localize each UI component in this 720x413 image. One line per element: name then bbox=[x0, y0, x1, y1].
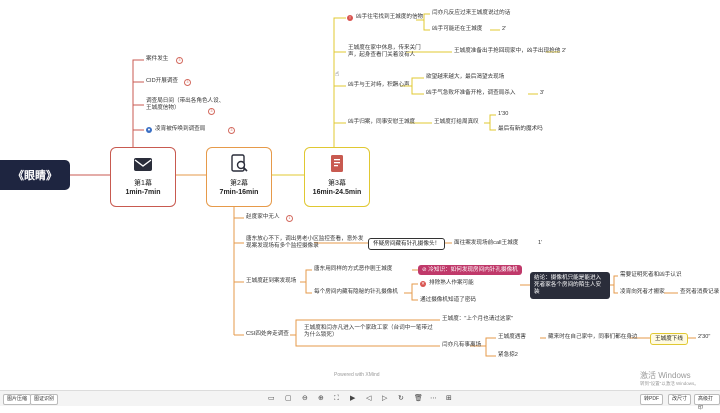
act-3-node[interactable]: 第3幕 16min-24.5min bbox=[304, 147, 370, 207]
conclusion-box[interactable]: 结论：摄像机只能是能进入死者家各个房间的陌生人安装 bbox=[530, 272, 610, 299]
play-icon[interactable]: ▶ bbox=[350, 395, 356, 402]
xmind-watermark: Powered with XMind bbox=[334, 372, 380, 378]
bottom-toolbar: 图片压缩 图证识别 ▭ ▢ ⊖ ⊕ ⛶ ▶ ◁ ▷ ↻ 🗑 ⋯ ⊞ 转PDF 改… bbox=[0, 390, 720, 411]
act1-item-2[interactable]: CID开展调查 bbox=[146, 78, 179, 84]
topic-count-badge: 3 bbox=[228, 127, 235, 134]
act2-node-4[interactable]: CSI四处奔走调查 bbox=[246, 331, 289, 337]
topic-count-badge: 3 bbox=[184, 79, 191, 86]
screen-icon[interactable]: ▭ bbox=[268, 395, 275, 402]
duration-label: 1' bbox=[538, 240, 543, 246]
advanced-print-button[interactable]: 高级打印 bbox=[694, 394, 720, 411]
duration-label: 2' bbox=[502, 26, 507, 32]
act-3-range: 16min-24.5min bbox=[312, 189, 362, 196]
next-icon[interactable]: ▷ bbox=[382, 395, 388, 402]
act2-node-4c1[interactable]: 王城度遇害 bbox=[498, 334, 526, 340]
act2-node-2-right[interactable]: 面往案发现场前call王城度 bbox=[454, 240, 519, 246]
more-icon[interactable]: ⋯ bbox=[430, 395, 437, 402]
mindmap-canvas[interactable]: 《眼睛》 第1幕 1min-7min 第2幕 7min-16min 第3幕 16… bbox=[0, 0, 720, 390]
act3-node-2[interactable]: 王城度在家中休息，传来关门声，起身查看门关着没有人 bbox=[348, 45, 421, 58]
act3-node-2a[interactable]: 王城度准备出手抢回现家中，凶手出现抢他 bbox=[454, 48, 561, 54]
grid-icon[interactable]: ⊞ bbox=[446, 395, 452, 402]
act-2-node[interactable]: 第2幕 7min-16min bbox=[206, 147, 272, 207]
duration-label: 1'30 bbox=[498, 111, 509, 117]
cursor-hand-icon: ☝ bbox=[334, 71, 340, 78]
act-1-node[interactable]: 第1幕 1min-7min bbox=[110, 147, 176, 207]
topic-count-badge: 1 bbox=[286, 215, 293, 222]
act3-node-4b[interactable]: 最后有新的魔术吗 bbox=[498, 126, 543, 132]
act3-node-3[interactable]: 凶手与王对峙，积蹶心声 bbox=[348, 82, 410, 88]
activate-windows-title: 激活 Windows bbox=[640, 371, 691, 380]
root-topic[interactable]: 《眼睛》 bbox=[0, 160, 70, 190]
duration-label: 2' bbox=[562, 48, 567, 54]
duration-label: 3' bbox=[540, 90, 545, 96]
to-pdf-button[interactable]: 转PDF bbox=[640, 394, 664, 405]
act-1-label: 第1幕 bbox=[134, 180, 152, 187]
document-search-icon bbox=[207, 154, 271, 176]
act2-node-3b[interactable]: 每个房间内藏有隐秘的针孔摄像机 bbox=[314, 289, 398, 295]
act-2-range: 7min-16min bbox=[219, 189, 259, 196]
rotate-icon[interactable]: ↻ bbox=[398, 395, 404, 402]
duration-label: 2'30" bbox=[698, 334, 711, 340]
act-1-range: 1min-7min bbox=[125, 189, 161, 196]
exclude-icon: ✕ bbox=[420, 281, 426, 287]
act2-node-2[interactable]: 唐东放心不下，调出男老小区监控查看，意外发现案发现场有多个监控摄像录 bbox=[246, 236, 364, 249]
act1-item-3[interactable]: 调查局日间（带出各角色人设、王城度信物） bbox=[146, 98, 225, 111]
act3-node-3b[interactable]: 凶手气急败坏准备开枪，调查局杀入 bbox=[426, 90, 516, 96]
conclusion-branch-1[interactable]: 需要证明死者和凶手认识 bbox=[620, 272, 682, 278]
conclusion-branch-2[interactable]: 凌宵向死者才搬家 bbox=[620, 289, 665, 295]
act3-node-3a[interactable]: 欲望越来越大，最后渴望去现场 bbox=[426, 74, 505, 80]
act1-item-4[interactable]: 凌宵被传唤到调查局 bbox=[155, 126, 206, 132]
act2-node-4a[interactable]: 王城度和闫亦凡进入一个家政工家（台词中一笔带过为什么锁死） bbox=[304, 325, 433, 338]
window-icon[interactable]: ▢ bbox=[285, 395, 292, 402]
conclusion-branch-2b[interactable]: 查死者消费记录 bbox=[680, 289, 720, 295]
suspect-camera-box[interactable]: 怀疑房间藏有针孔摄像头！ bbox=[368, 238, 446, 250]
fit-icon[interactable]: ⛶ bbox=[334, 395, 339, 402]
act2-node-4b2[interactable]: 闫亦凡有事离场 bbox=[442, 342, 482, 348]
act-2-label: 第2幕 bbox=[230, 180, 248, 187]
act2-node-4b1[interactable]: 王城度："上个月也请过这家" bbox=[442, 316, 514, 322]
connector-lines bbox=[70, 13, 696, 357]
act3-node-1[interactable]: 凶手往宅找到王城度的信物 bbox=[356, 14, 424, 20]
act3-node-1b[interactable]: 凶手可能还在王城度 bbox=[432, 26, 483, 32]
alert-icon: ! bbox=[347, 15, 353, 21]
delete-icon[interactable]: 🗑 bbox=[414, 395, 423, 402]
zoom-in-icon[interactable]: ⊕ bbox=[318, 395, 324, 402]
act2-node-3[interactable]: 王城度赶到案发现场 bbox=[246, 278, 297, 284]
cold-knowledge-tag[interactable]: ⊘ 冷知识：如何发现房间内针孔摄像机 bbox=[418, 265, 522, 275]
user-icon: ● bbox=[146, 127, 152, 133]
exclude-acquaintance[interactable]: 排除熟人作案可能 bbox=[429, 280, 474, 286]
act-3-label: 第3幕 bbox=[328, 180, 346, 187]
act2-node-1[interactable]: 赵度家中无人 bbox=[246, 214, 280, 220]
warning-icon: ⊘ bbox=[422, 267, 429, 273]
offline-box[interactable]: 王城度下线 bbox=[650, 333, 688, 345]
envelope-icon bbox=[111, 154, 175, 176]
act3-node-4a[interactable]: 王城度打给周真叹 bbox=[434, 119, 479, 125]
image-recognize-button[interactable]: 图证识别 bbox=[30, 394, 59, 405]
resize-button[interactable]: 改尺寸 bbox=[668, 394, 692, 405]
prev-icon[interactable]: ◁ bbox=[366, 395, 372, 402]
root-title: 《眼睛》 bbox=[13, 170, 57, 182]
topic-count-badge: 3 bbox=[208, 108, 215, 115]
act3-node-4[interactable]: 凶手归案，同事安慰王城度 bbox=[348, 119, 416, 125]
activate-windows-sub: 转到"设置"以激活 Windows。 bbox=[640, 381, 699, 386]
zoom-out-icon[interactable]: ⊖ bbox=[302, 395, 308, 402]
act1-item-1[interactable]: 案件发生 bbox=[146, 56, 169, 62]
act3-node-1a[interactable]: 闫亦凡反应过来王城度说过的话 bbox=[432, 10, 511, 16]
notebook-icon bbox=[305, 154, 369, 176]
act2-node-3a[interactable]: 唐东用同样的方式恶作剧王城度 bbox=[314, 266, 393, 272]
image-compress-button[interactable]: 图片压缩 bbox=[3, 394, 32, 405]
password-via-camera[interactable]: 通过摄像机知道了密码 bbox=[420, 297, 476, 303]
act2-node-4c2[interactable]: 紧急掠2 bbox=[498, 352, 518, 358]
topic-count-badge: 3 bbox=[176, 57, 183, 64]
act2-node-4c-text[interactable]: 藏来时在自己家中，同事们都在身边 bbox=[548, 334, 638, 340]
